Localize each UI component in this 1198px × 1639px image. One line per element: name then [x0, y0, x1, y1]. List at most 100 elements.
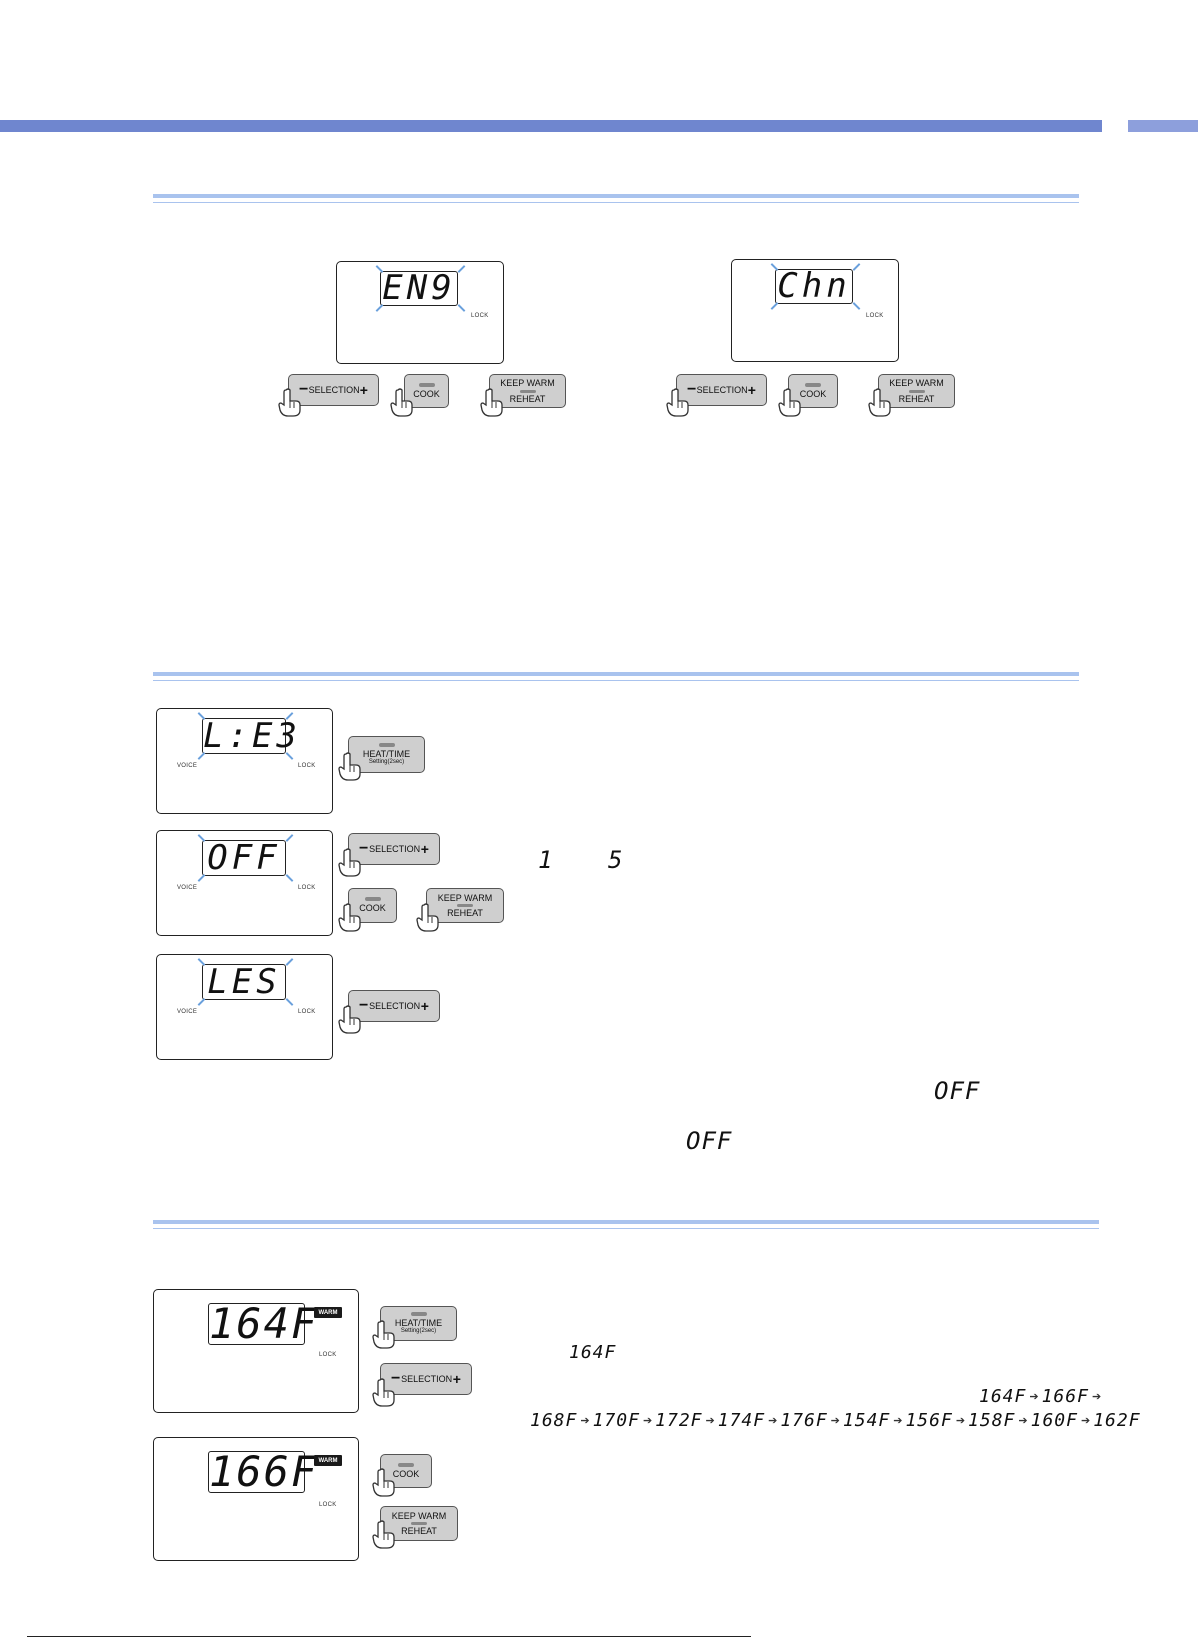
hand-pointer-icon — [372, 1320, 395, 1349]
arrow-right-icon: ➔ — [1080, 1415, 1091, 1427]
arrow-right-icon: ➔ — [1018, 1415, 1028, 1427]
hand-pointer-icon — [480, 388, 503, 417]
cook-label: COOK — [359, 903, 386, 914]
selection-label: SELECTION — [696, 384, 748, 395]
plus-icon: + — [747, 381, 756, 398]
indicator-bar-icon — [410, 1311, 427, 1316]
lcd-panel-language-eng: EN9 LOCK — [336, 261, 504, 364]
blink-tick-icon — [457, 265, 466, 273]
lock-label: LOCK — [298, 1009, 316, 1015]
hand-pointer-icon — [338, 903, 361, 932]
temp-step: 170F — [592, 1410, 640, 1431]
warm-badge: WARM — [314, 1307, 342, 1318]
arrow-right-icon: ➔ — [768, 1415, 778, 1427]
keep-warm-label: KEEP WARM — [500, 378, 555, 389]
blink-tick-icon — [197, 874, 206, 882]
plus-icon: + — [420, 997, 429, 1014]
keep-warm-reheat-button[interactable]: KEEP WARM REHEAT — [878, 374, 955, 408]
hand-pointer-icon — [338, 848, 361, 877]
lcd-digits: EN9 — [380, 271, 458, 306]
keep-warm-label: KEEP WARM — [437, 892, 493, 903]
glyph-five: 5 — [608, 846, 624, 874]
minus-icon: − — [299, 380, 309, 398]
blink-tick-icon — [285, 998, 294, 1006]
temp-step: 172F — [655, 1410, 703, 1431]
indicator-bar-icon — [364, 897, 381, 902]
temp-step: 156F — [905, 1410, 953, 1431]
lock-label: LOCK — [298, 763, 316, 769]
indicator-bar-icon — [908, 389, 925, 393]
arrow-right-icon: ➔ — [1091, 1391, 1102, 1403]
blink-tick-icon — [197, 998, 206, 1006]
reheat-label: REHEAT — [447, 908, 483, 918]
temp-step: 160F — [1030, 1410, 1078, 1431]
glyph-one: 1 — [538, 846, 554, 874]
glyph-off: OFF — [934, 1077, 981, 1105]
voice-label: VOICE — [177, 1009, 198, 1015]
arrow-right-icon: ➔ — [642, 1415, 653, 1427]
blink-tick-icon — [197, 752, 206, 760]
temp-step: 168F — [530, 1410, 578, 1431]
lcd-panel-voice-off: OFF VOICE LOCK — [156, 830, 333, 936]
lock-label: LOCK — [471, 313, 489, 319]
blink-tick-icon — [852, 302, 861, 310]
lcd-digits: Chn — [775, 269, 853, 304]
selection-button[interactable]: − SELECTION + — [676, 374, 767, 406]
lcd-panel-temp-166: 166F WARM LOCK — [153, 1437, 359, 1561]
keep-warm-reheat-button[interactable]: KEEP WARM REHEAT — [426, 888, 504, 923]
plus-icon: + — [420, 840, 429, 857]
glyph-default-temp: 164F — [569, 1342, 617, 1363]
reheat-label: REHEAT — [401, 1526, 437, 1536]
cook-label: COOK — [392, 1468, 420, 1479]
temp-step: 164F — [979, 1386, 1027, 1407]
lcd-panel-language-chn: Chn LOCK — [731, 259, 899, 362]
blink-tick-icon — [852, 263, 861, 271]
header-bar — [0, 120, 1102, 132]
reheat-label: REHEAT — [898, 393, 935, 404]
blink-tick-icon — [375, 304, 384, 312]
selection-label: SELECTION — [369, 843, 421, 854]
lcd-digits: 166F — [208, 1447, 319, 1496]
keep-warm-reheat-button[interactable]: KEEP WARM REHEAT — [380, 1506, 458, 1541]
selection-button[interactable]: − SELECTION + — [348, 990, 440, 1022]
plus-icon: + — [359, 381, 368, 398]
indicator-bar-icon — [457, 904, 473, 907]
section-rule-language — [153, 194, 1079, 203]
lcd-panel-lock: L:E3 VOICE LOCK — [156, 708, 333, 814]
lcd-digits: LES — [202, 964, 286, 1000]
minus-icon: − — [359, 839, 369, 857]
arrow-right-icon: ➔ — [580, 1415, 590, 1427]
temp-step: 174F — [717, 1410, 766, 1431]
header-tab — [1128, 120, 1198, 132]
selection-label: SELECTION — [401, 1373, 453, 1384]
lcd-panel-voice-level: LES VOICE LOCK — [156, 954, 333, 1060]
temp-step: 176F — [780, 1410, 828, 1431]
selection-button[interactable]: − SELECTION + — [288, 374, 379, 406]
cook-label: COOK — [799, 388, 827, 399]
indicator-bar-icon — [805, 382, 821, 387]
indicator-bar-icon — [398, 1462, 414, 1467]
hand-pointer-icon — [666, 388, 689, 417]
lock-label: LOCK — [298, 885, 316, 891]
heat-time-label: HEAT/TIME — [362, 748, 411, 759]
temp-sequence-row-1: 164F ➔ 166F ➔ — [979, 1386, 1104, 1407]
blink-tick-icon — [285, 834, 294, 842]
lcd-digits: L:E3 — [202, 716, 301, 756]
arrow-right-icon: ➔ — [1029, 1391, 1039, 1403]
hand-pointer-icon — [372, 1520, 395, 1549]
hand-pointer-icon — [416, 903, 439, 932]
minus-icon: − — [391, 1369, 401, 1387]
arrow-right-icon: ➔ — [893, 1415, 903, 1427]
blink-tick-icon — [285, 958, 294, 966]
heat-time-sub-label: Setting(2sec) — [400, 1328, 437, 1335]
arrow-right-icon: ➔ — [955, 1415, 966, 1427]
selection-label: SELECTION — [369, 1000, 421, 1011]
lock-label: LOCK — [319, 1352, 337, 1358]
selection-button[interactable]: − SELECTION + — [380, 1363, 472, 1395]
footer-rule — [27, 1636, 751, 1637]
lcd-digits: OFF — [202, 840, 286, 876]
heat-time-button[interactable]: HEAT/TIME Setting(2sec) — [348, 736, 425, 773]
arrow-right-icon: ➔ — [830, 1415, 840, 1427]
voice-label: VOICE — [177, 763, 198, 769]
temp-step: 166F — [1041, 1386, 1089, 1407]
